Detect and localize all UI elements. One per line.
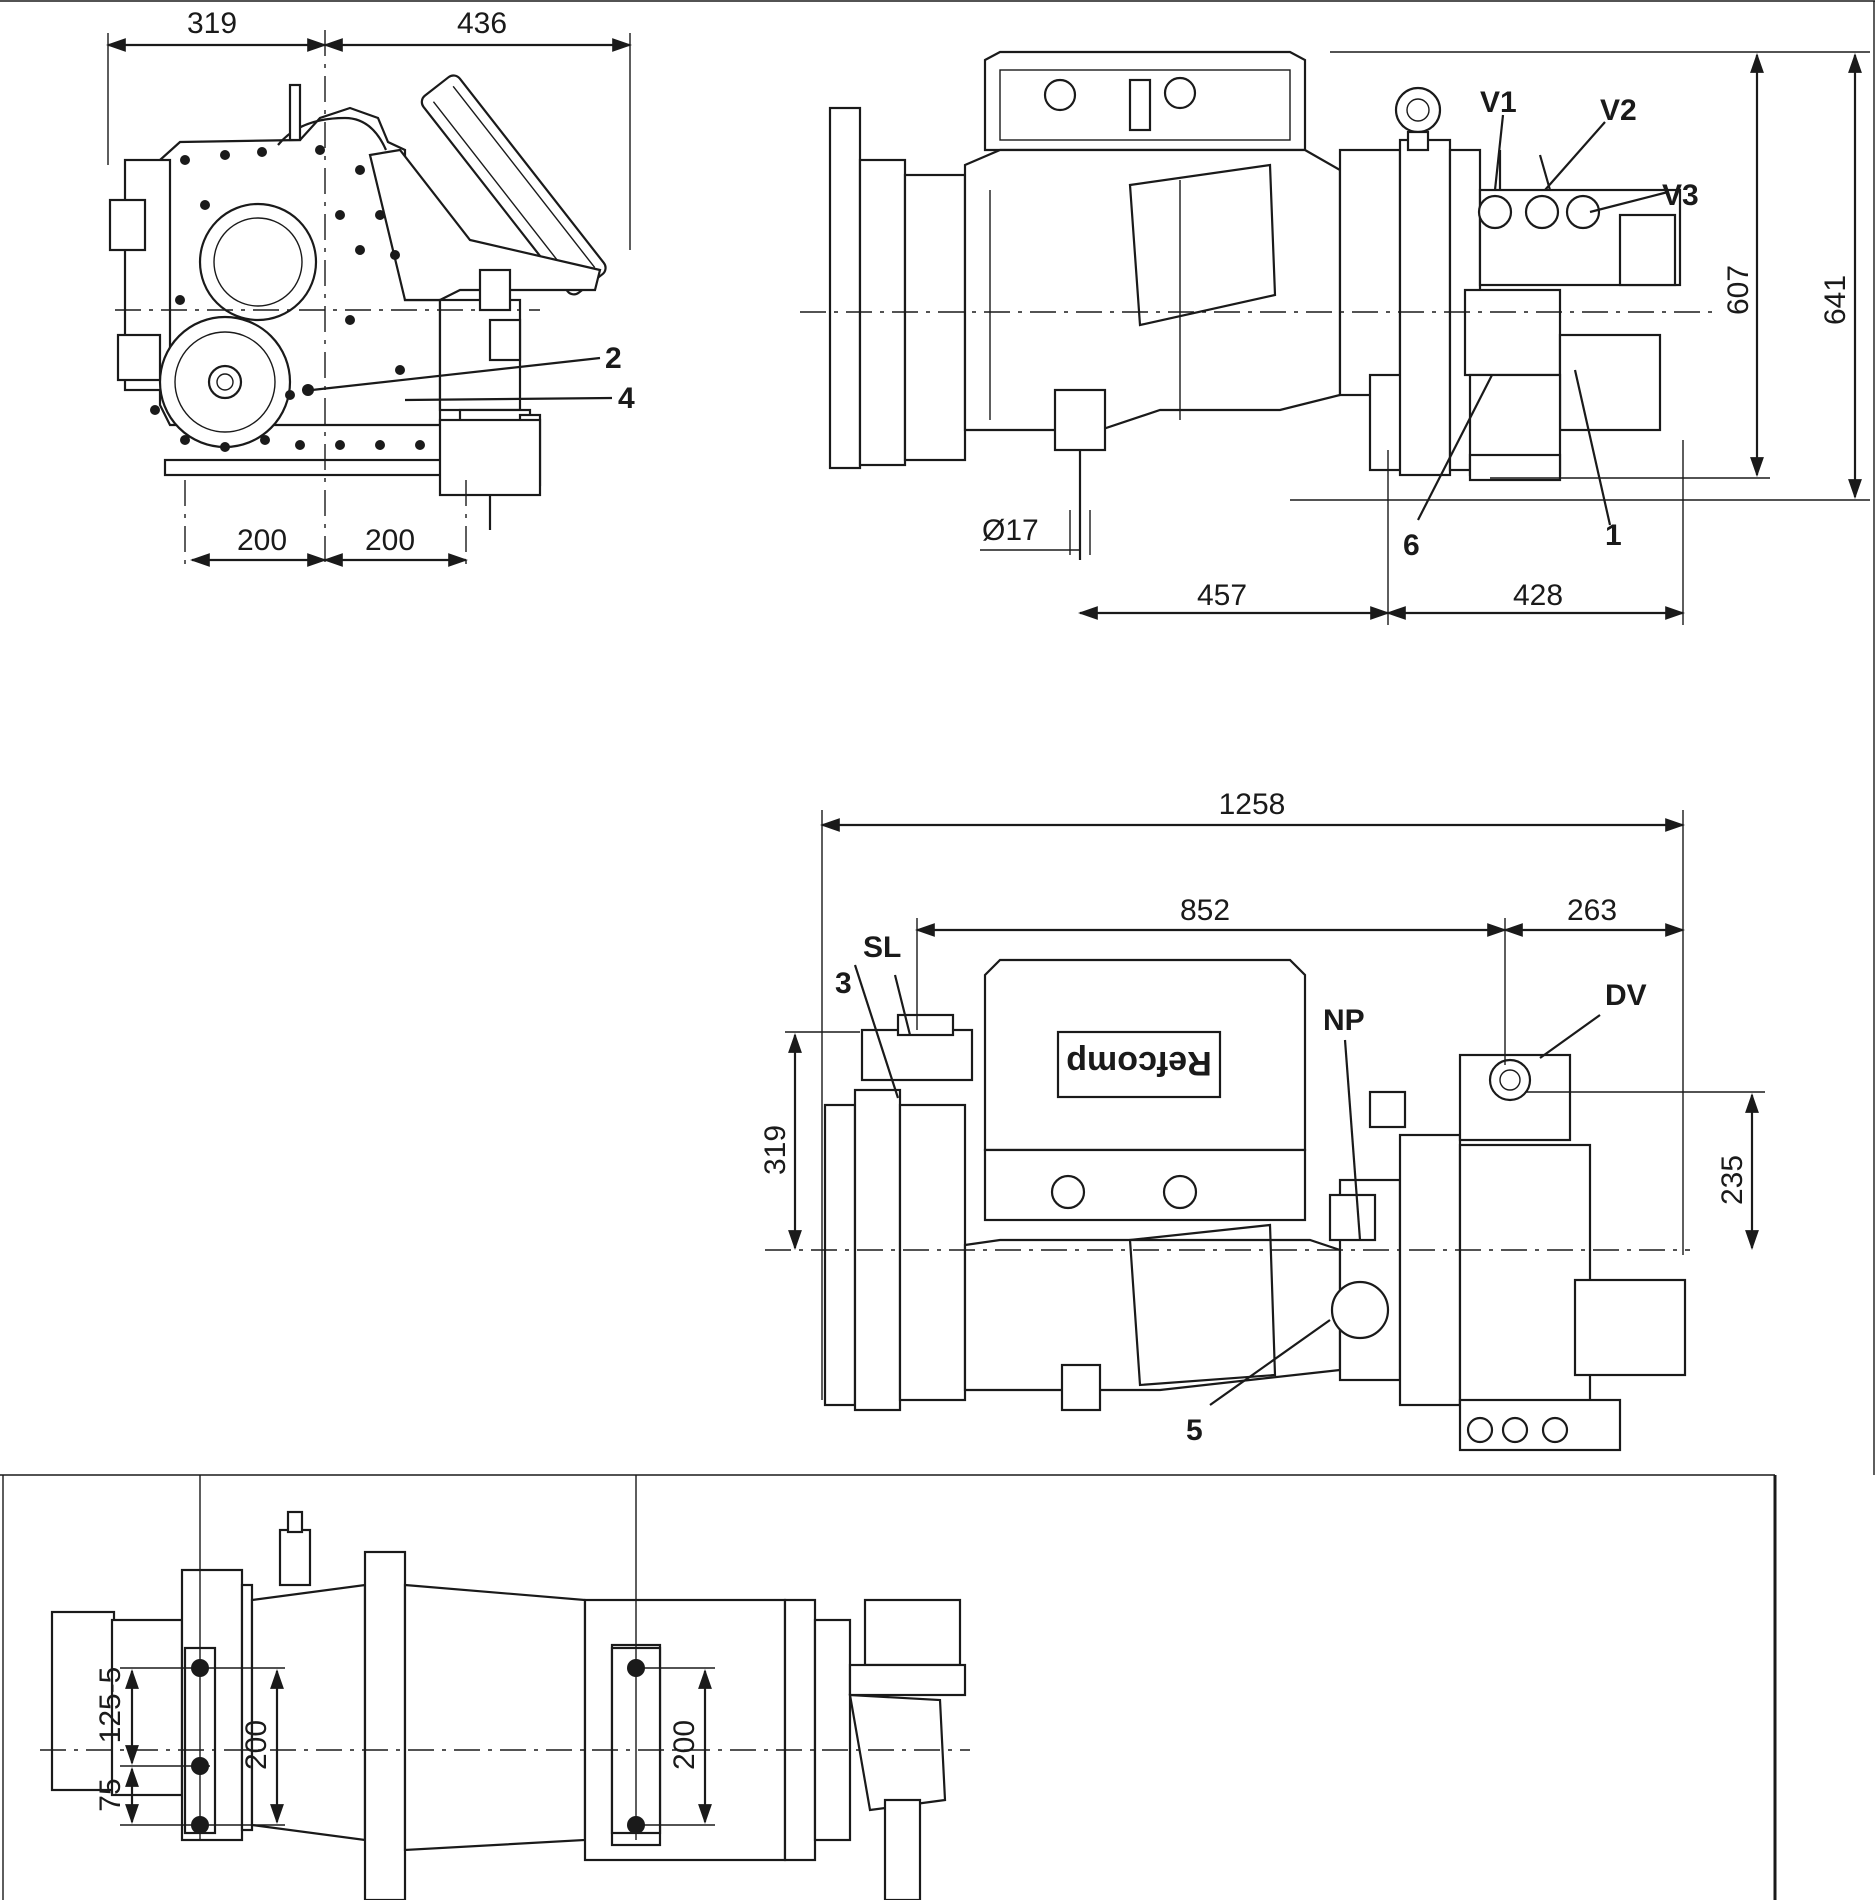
label-6: 6 (1403, 529, 1420, 562)
side-view: 607 641 457 428 Ø17 V1 V2 V3 6 1 (800, 50, 1870, 625)
label-1: 1 (1605, 519, 1622, 552)
bottom-view: 125-5 75 200 200 (40, 1475, 970, 1900)
dim-diameter-17: Ø17 (982, 514, 1039, 547)
dim-200-bottom-left: 200 (240, 1720, 273, 1770)
dim-200-bottom-right: 200 (668, 1720, 701, 1770)
dim-852: 852 (1180, 894, 1230, 927)
dim-319-top: 319 (759, 1125, 792, 1175)
label-4: 4 (618, 382, 635, 415)
dim-428: 428 (1513, 579, 1563, 612)
dim-457: 457 (1197, 579, 1247, 612)
dim-607: 607 (1722, 265, 1755, 315)
top-view: Refcomp 1258 852 263 (759, 788, 1765, 1452)
dim-200-right: 200 (365, 524, 415, 557)
end-view-bolts (150, 145, 425, 452)
label-v3: V3 (1662, 179, 1699, 212)
dim-125-5: 125-5 (94, 1667, 127, 1744)
brand-mark: Refcomp (1066, 1044, 1211, 1082)
label-2: 2 (605, 342, 622, 375)
label-sl: SL (863, 931, 901, 964)
label-5: 5 (1186, 1414, 1203, 1447)
dim-436-end: 436 (457, 7, 507, 40)
label-np: NP (1323, 1004, 1365, 1037)
label-3: 3 (835, 967, 852, 1000)
dim-200-left: 200 (237, 524, 287, 557)
end-view: 319 436 200 200 2 4 (106, 7, 635, 570)
label-v2: V2 (1600, 94, 1637, 127)
label-dv: DV (1605, 979, 1647, 1012)
dim-1258: 1258 (1219, 788, 1286, 821)
dim-263: 263 (1567, 894, 1617, 927)
dim-75: 75 (94, 1778, 127, 1811)
dim-641: 641 (1819, 275, 1852, 325)
dim-319-end: 319 (187, 7, 237, 40)
dim-235: 235 (1716, 1155, 1749, 1205)
label-v1: V1 (1480, 86, 1517, 119)
